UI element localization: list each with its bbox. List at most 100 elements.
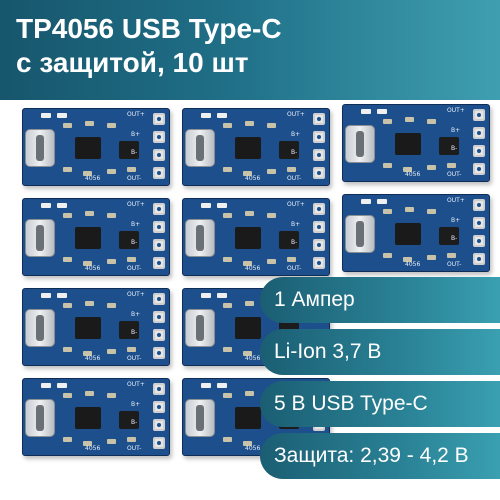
- silkscreen-label: B+: [451, 217, 461, 224]
- charger-ic: [235, 317, 261, 339]
- usb-c-connector: [345, 125, 375, 163]
- usb-c-connector: [185, 309, 215, 347]
- solder-pad: [313, 167, 325, 179]
- smd-component: [447, 253, 456, 258]
- silkscreen-label: B-: [131, 329, 138, 336]
- solder-pad: [473, 199, 485, 211]
- protection-ic: [119, 231, 139, 249]
- silkscreen-label: 4056: [405, 171, 421, 178]
- led: [201, 293, 211, 298]
- silkscreen-label: OUT-: [447, 261, 462, 268]
- solder-pad: [473, 253, 485, 265]
- smd-component: [223, 393, 232, 398]
- tp4056-board: OUT+B+B-OUT-4056: [182, 108, 330, 186]
- solder-pad: [153, 167, 165, 179]
- usb-c-connector: [185, 129, 215, 167]
- led: [57, 203, 67, 208]
- smd-component: [427, 255, 436, 260]
- feature-badge-current: 1 Ампер: [260, 277, 500, 323]
- solder-pad: [153, 383, 165, 395]
- led: [41, 203, 51, 208]
- smd-component: [383, 253, 392, 258]
- smd-component: [107, 349, 116, 354]
- solder-pad: [313, 149, 325, 161]
- tp4056-board: OUT+B+B-OUT-4056: [22, 378, 170, 456]
- usb-c-connector: [25, 309, 55, 347]
- smd-component: [243, 261, 252, 266]
- silkscreen-label: 4056: [245, 175, 261, 182]
- led: [361, 199, 371, 204]
- silkscreen-label: 4056: [405, 261, 421, 268]
- silkscreen-label: OUT+: [127, 111, 145, 118]
- smd-component: [63, 393, 72, 398]
- silkscreen-label: OUT+: [447, 107, 465, 114]
- solder-pad: [473, 163, 485, 175]
- smd-component: [107, 259, 116, 264]
- solder-pad: [153, 311, 165, 323]
- protection-ic: [439, 137, 459, 155]
- tp4056-board: OUT+B+B-OUT-4056: [182, 198, 330, 276]
- solder-pad: [153, 149, 165, 161]
- solder-pad: [153, 347, 165, 359]
- header-banner: TP4056 USB Type-C с защитой, 10 шт: [0, 0, 500, 100]
- silkscreen-label: OUT+: [287, 201, 305, 208]
- silkscreen-label: B-: [451, 145, 458, 152]
- smd-component: [245, 391, 254, 396]
- smd-component: [107, 303, 116, 308]
- solder-pad: [313, 257, 325, 269]
- solder-pad: [313, 113, 325, 125]
- smd-component: [383, 163, 392, 168]
- smd-component: [403, 257, 412, 262]
- protection-ic: [279, 141, 299, 159]
- solder-pad: [313, 131, 325, 143]
- silkscreen-label: 4056: [85, 265, 101, 272]
- led: [41, 113, 51, 118]
- silkscreen-label: OUT-: [127, 355, 142, 362]
- silkscreen-label: B+: [131, 401, 141, 408]
- protection-ic: [119, 141, 139, 159]
- silkscreen-label: OUT-: [447, 171, 462, 178]
- smd-component: [405, 117, 414, 122]
- silkscreen-label: B+: [131, 311, 141, 318]
- silkscreen-label: OUT+: [127, 291, 145, 298]
- charger-ic: [395, 223, 421, 245]
- smd-component: [243, 441, 252, 446]
- led: [377, 199, 387, 204]
- silkscreen-label: B+: [131, 221, 141, 228]
- smd-component: [85, 391, 94, 396]
- smd-component: [287, 167, 296, 172]
- smd-component: [245, 301, 254, 306]
- tp4056-board: OUT+B+B-OUT-4056: [342, 104, 490, 182]
- solder-pad: [313, 221, 325, 233]
- smd-component: [83, 261, 92, 266]
- usb-c-connector: [185, 399, 215, 437]
- smd-component: [403, 167, 412, 172]
- smd-component: [427, 165, 436, 170]
- usb-c-connector: [25, 219, 55, 257]
- silkscreen-label: OUT+: [447, 197, 465, 204]
- solder-pad: [153, 131, 165, 143]
- smd-component: [223, 347, 232, 352]
- smd-component: [267, 259, 276, 264]
- led: [361, 109, 371, 114]
- tp4056-board: OUT+B+B-OUT-4056: [22, 288, 170, 366]
- led: [217, 293, 227, 298]
- smd-component: [223, 303, 232, 308]
- smd-component: [223, 123, 232, 128]
- smd-component: [223, 257, 232, 262]
- charger-ic: [235, 137, 261, 159]
- smd-component: [107, 439, 116, 444]
- silkscreen-label: 4056: [85, 445, 101, 452]
- solder-pad: [153, 419, 165, 431]
- silkscreen-label: B-: [131, 239, 138, 246]
- feature-badge-battery: Li-Ion 3,7 В: [260, 329, 500, 375]
- smd-component: [427, 209, 436, 214]
- solder-pad: [473, 217, 485, 229]
- silkscreen-label: OUT-: [127, 175, 142, 182]
- charger-ic: [75, 137, 101, 159]
- smd-component: [383, 209, 392, 214]
- smd-component: [267, 213, 276, 218]
- protection-ic: [279, 231, 299, 249]
- led: [377, 109, 387, 114]
- silkscreen-label: 4056: [245, 355, 261, 362]
